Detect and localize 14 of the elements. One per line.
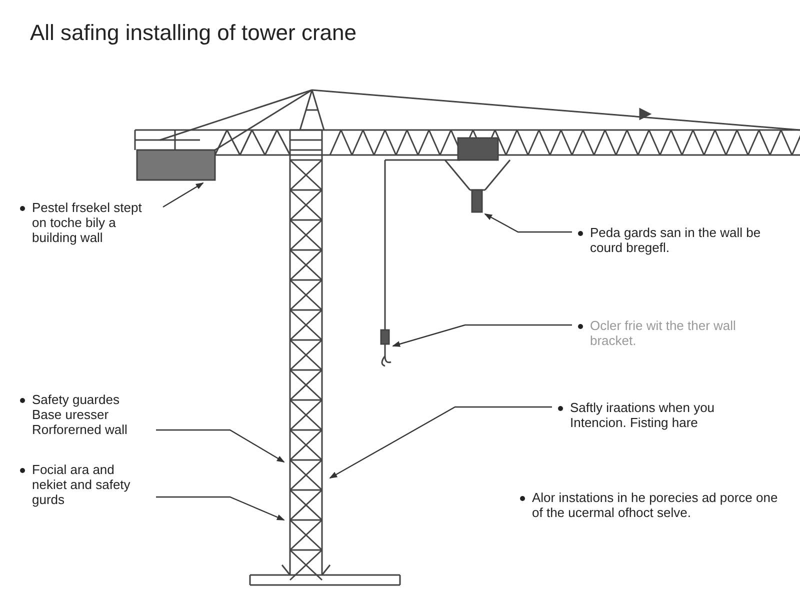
- leader-line: [329, 406, 552, 479]
- callout-text: Safety guardes Base uresser Rorforerned wall: [32, 392, 150, 437]
- callout-text: Ocler frie wit the ther wall bracket.: [590, 318, 770, 348]
- leader-line: [392, 324, 572, 347]
- callout-text: Peda gards san in the wall be courd bregefl.: [590, 225, 780, 255]
- leader-line: [162, 182, 204, 208]
- leader-line: [484, 213, 572, 233]
- callout-text: Pestel frsekel stept on toche bily a building wall: [32, 200, 157, 245]
- title: All safing installing of tower crane: [30, 20, 356, 46]
- callout-text: Focial ara and nekiet and safety gurds: [32, 462, 150, 507]
- note-text: Alor instations in he porecies ad porce one of the ucermal ofhoct selve.: [532, 490, 779, 520]
- leader-line: [156, 429, 285, 463]
- leader-line: [156, 496, 285, 521]
- callout-text: Saftly iraations when you Intencion. Fisting hare: [570, 400, 770, 430]
